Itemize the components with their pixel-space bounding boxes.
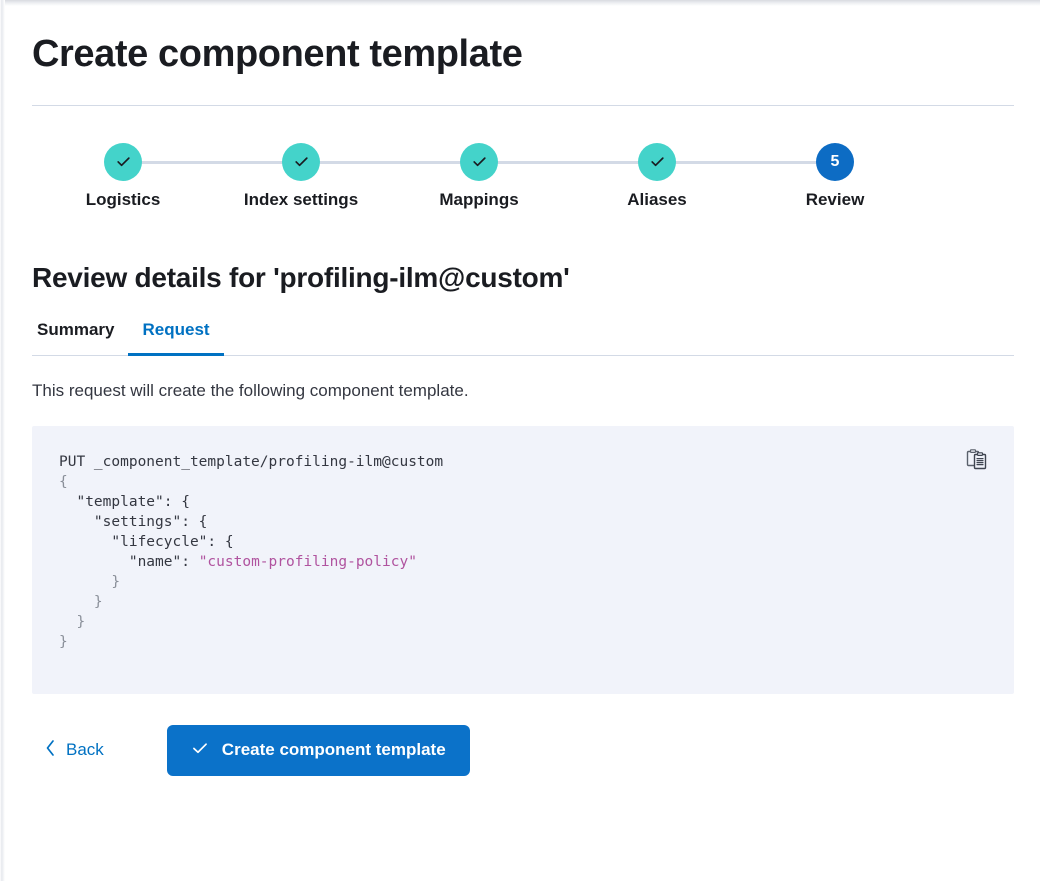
code-line: "settings": { [59, 513, 208, 530]
step-marker-complete [104, 142, 142, 181]
stepper-label: Mappings [439, 189, 519, 209]
check-icon [649, 153, 666, 170]
create-component-template-page: Create component template Logistics [5, 6, 1040, 881]
stepper-step-index-settings[interactable]: Index settings [212, 142, 479, 210]
tab-summary[interactable]: Summary [32, 320, 128, 356]
back-button-label: Back [66, 740, 104, 760]
stepper-label: Review [805, 189, 865, 209]
stepper-connector [301, 160, 479, 164]
stepper-label: Index settings [243, 189, 359, 209]
code-line: } [59, 613, 86, 630]
wizard-footer: Back Create component template [32, 724, 1018, 776]
stepper-connector [123, 160, 301, 164]
stepper-step-aliases[interactable]: Aliases [568, 142, 835, 210]
step-marker-current: 5 [816, 142, 854, 181]
step-marker-complete [638, 142, 676, 181]
request-code-content: PUT _component_template/profiling-ilm@cu… [59, 452, 1014, 652]
back-button[interactable]: Back [32, 733, 114, 768]
stepper-connector [479, 160, 657, 164]
check-icon [293, 153, 310, 170]
check-icon [191, 739, 209, 762]
stepper-connector [657, 160, 835, 164]
review-tabs: Summary Request [32, 320, 1014, 356]
code-line: "template": { [59, 493, 190, 510]
header-divider [32, 104, 1014, 106]
stepper-step-mappings[interactable]: Mappings [390, 142, 657, 210]
check-icon [115, 153, 132, 170]
stepper-step-review[interactable]: 5 Review [746, 142, 924, 210]
http-method: PUT _component_template/profiling-ilm@cu… [59, 453, 444, 470]
code-line-name-key: "name": "custom-profiling-policy" [59, 553, 417, 570]
step-marker-complete [282, 142, 320, 181]
code-string-value: "custom-profiling-policy" [198, 553, 417, 570]
code-line: { [59, 473, 68, 490]
check-icon [471, 153, 488, 170]
page-title: Create component template [32, 33, 523, 75]
code-line: } [59, 573, 121, 590]
stepper-step-logistics[interactable]: Logistics [34, 142, 301, 210]
code-line: "lifecycle": { [59, 533, 234, 550]
create-button-label: Create component template [221, 740, 446, 760]
request-description: This request will create the following c… [32, 380, 469, 400]
request-code-block: PUT _component_template/profiling-ilm@cu… [32, 425, 1014, 694]
stepper-label: Aliases [627, 189, 687, 209]
wizard-stepper: Logistics Index settings [34, 142, 924, 210]
stepper-label: Logistics [85, 189, 161, 209]
code-line: } [59, 593, 103, 610]
code-line: } [59, 633, 68, 650]
chevron-left-icon [44, 739, 57, 762]
create-component-template-button[interactable]: Create component template [166, 724, 470, 776]
step-marker-complete [460, 142, 498, 181]
copy-clipboard-icon [966, 448, 988, 473]
copy-to-clipboard-button[interactable] [964, 448, 990, 474]
tab-request[interactable]: Request [128, 320, 224, 356]
review-section-title: Review details for 'profiling-ilm@custom… [32, 261, 570, 293]
